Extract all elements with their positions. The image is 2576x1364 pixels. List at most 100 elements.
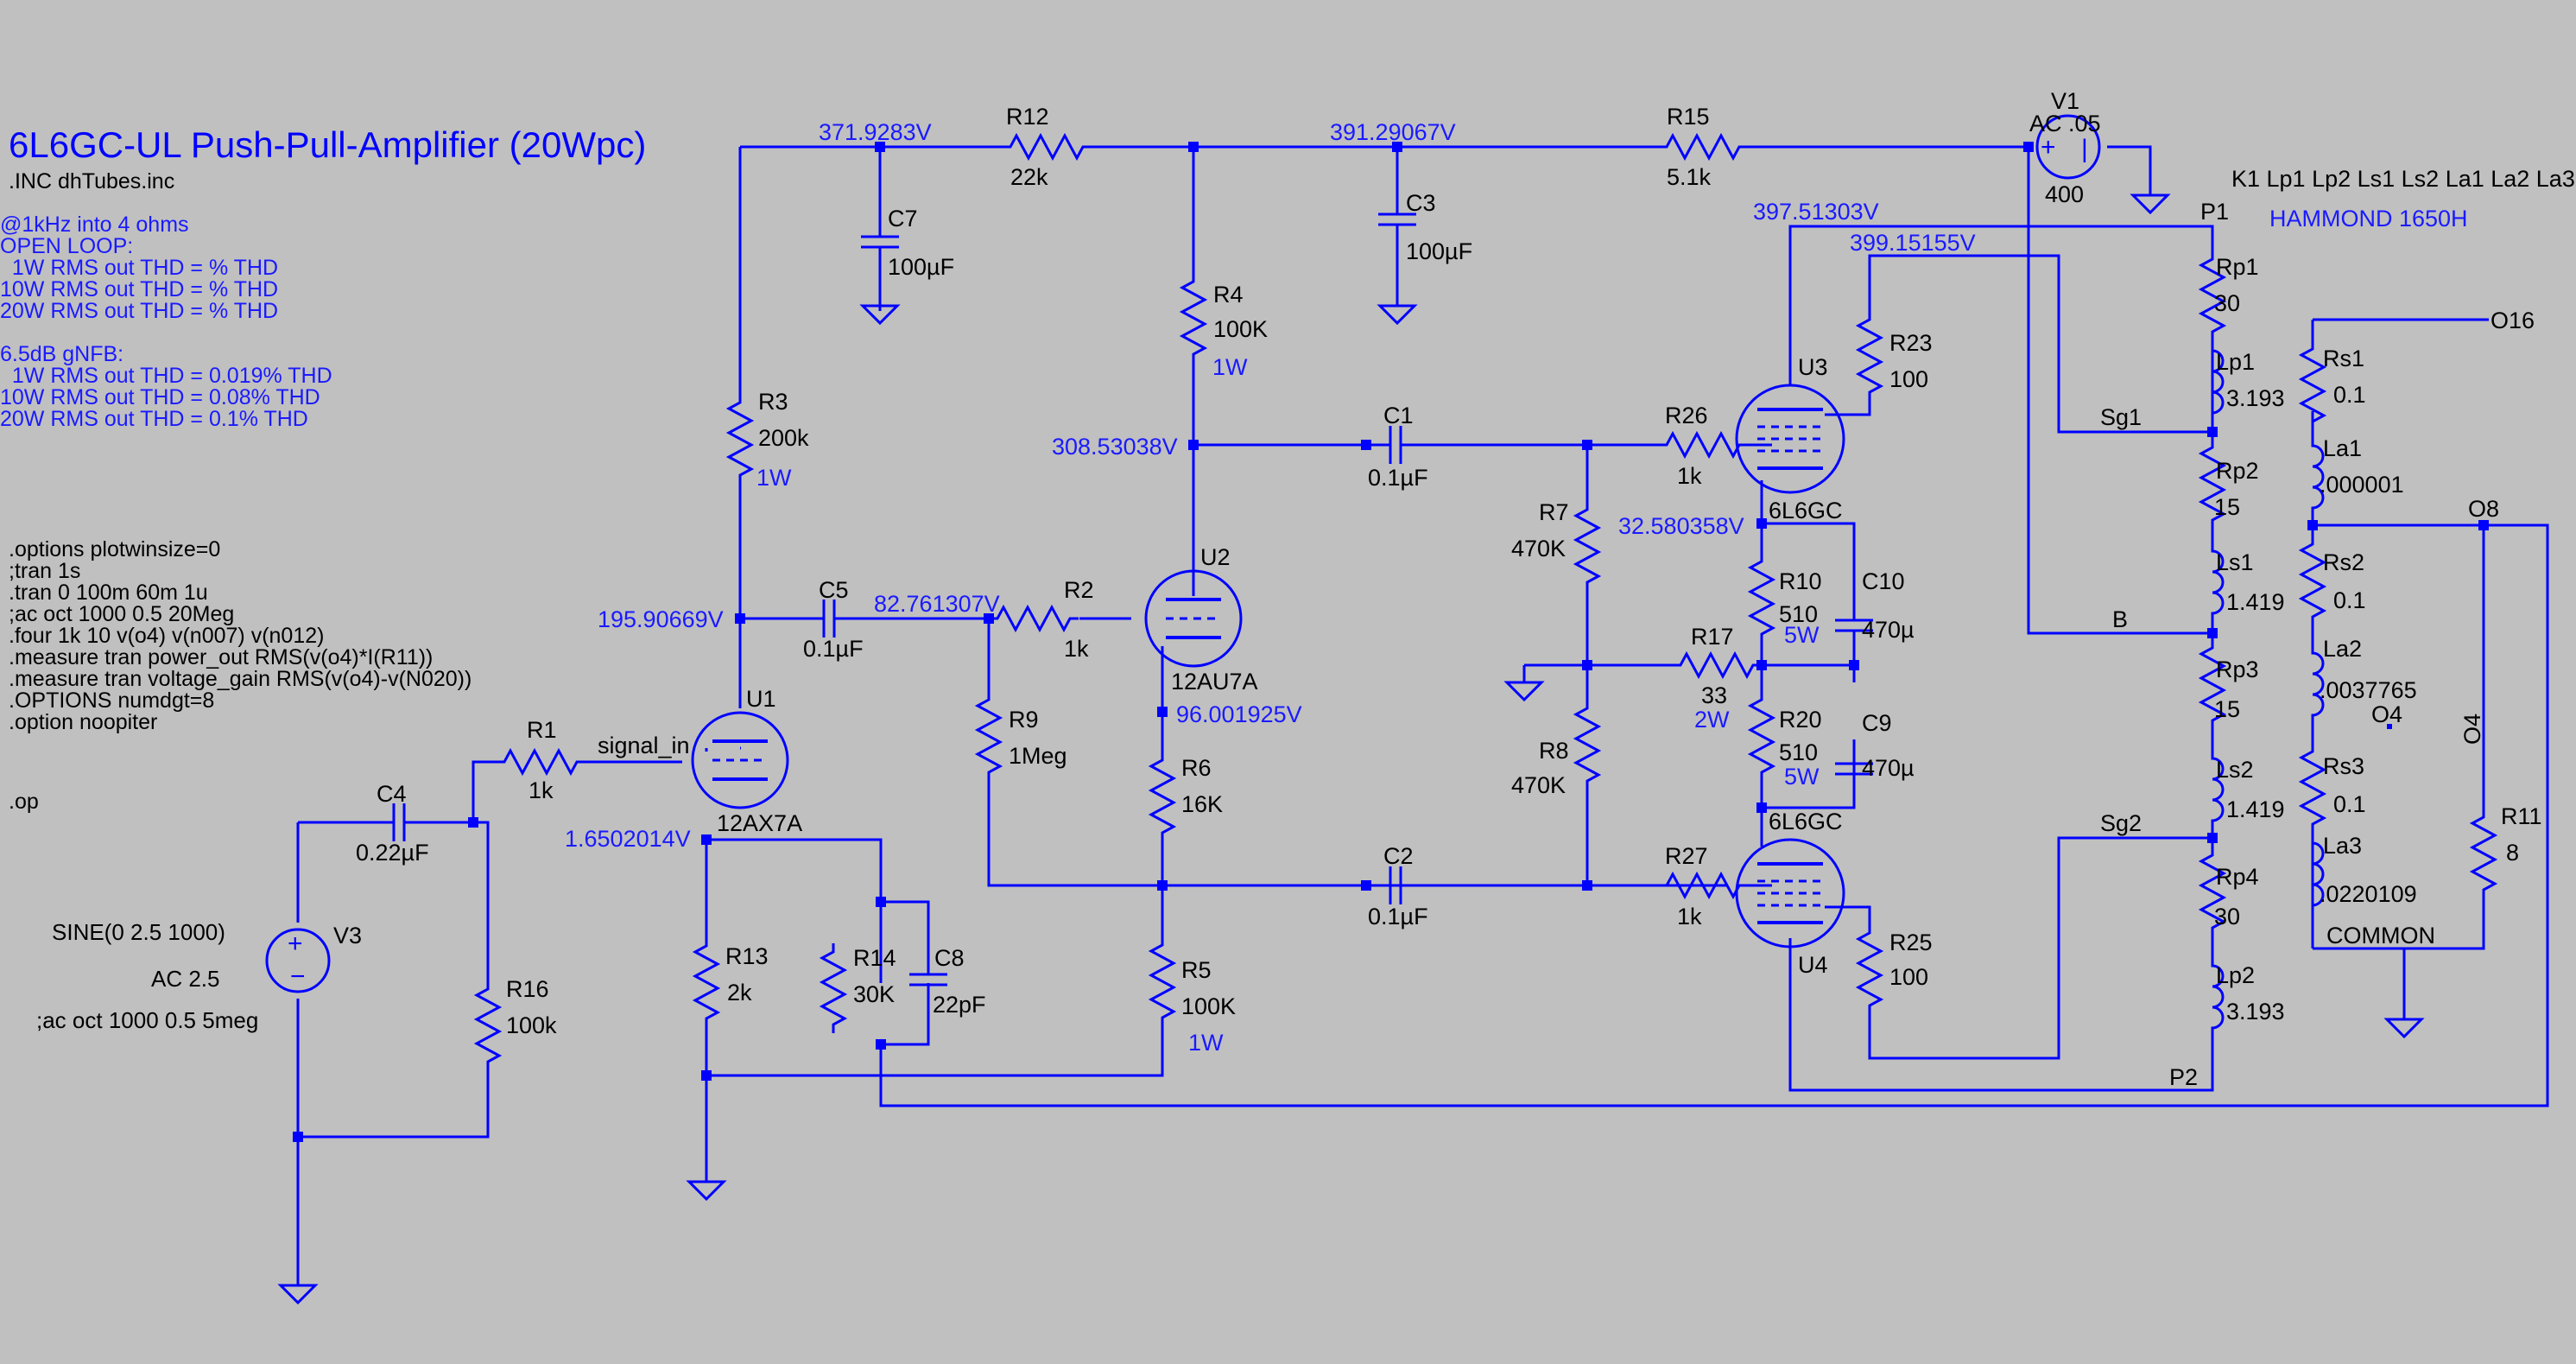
resistor-r8[interactable]: [1574, 698, 1600, 791]
resistor-r2[interactable]: [987, 606, 1080, 631]
source-v3[interactable]: +−: [265, 928, 331, 993]
ground-icon: [2131, 181, 2169, 214]
sine-spec[interactable]: SINE(0 2.5 1000): [52, 919, 225, 945]
value-rs2: 0.1: [2333, 587, 2366, 613]
resistor-r16[interactable]: [475, 979, 501, 1072]
resistor-r10[interactable]: [1749, 551, 1775, 644]
label-r16: R16: [506, 976, 549, 1002]
schematic-title: 6L6GC-UL Push-Pull-Amplifier (20Wpc): [9, 124, 646, 165]
type-u1: 12AX7A: [717, 810, 802, 836]
tube-u3[interactable]: [1735, 384, 1845, 494]
value-r12: 22k: [1010, 164, 1048, 190]
spice-line[interactable]: .four 1k 10 v(o4) v(n007) v(n012): [9, 624, 324, 648]
resistor-r15[interactable]: [1656, 134, 1750, 160]
op-directive[interactable]: .op: [9, 790, 39, 814]
label-ls2: Ls2: [2216, 757, 2254, 783]
label-lp2: Lp2: [2216, 962, 2255, 988]
capacitor-c4[interactable]: [368, 802, 430, 843]
value-c9: 470µ: [1862, 755, 1915, 781]
resistor-r7[interactable]: [1574, 499, 1600, 593]
capacitor-c5[interactable]: [798, 598, 860, 639]
include-directive[interactable]: .INC dhTubes.inc: [9, 169, 174, 193]
resistor-r12[interactable]: [1000, 134, 1093, 160]
spice-line[interactable]: ;ac oct 1000 0.5 20Meg: [9, 602, 234, 626]
value-c7: 100µF: [888, 254, 954, 280]
resistor-r20[interactable]: [1749, 689, 1775, 783]
resistor-r17[interactable]: [1670, 652, 1763, 678]
resistor-r3[interactable]: [727, 392, 753, 485]
resistor-r13[interactable]: [693, 936, 719, 1029]
net-p2: P2: [2169, 1064, 2198, 1090]
resistor-r14[interactable]: [820, 942, 846, 1035]
power-r5: 1W: [1188, 1030, 1224, 1056]
label-c8: C8: [934, 945, 965, 971]
label-r3: R3: [758, 389, 788, 415]
net-sg2: Sg2: [2100, 810, 2142, 836]
capacitor-c1[interactable]: [1364, 424, 1427, 466]
tube-u1[interactable]: [691, 711, 789, 809]
value-la1: .000001: [2320, 472, 2404, 498]
type-u2: 12AU7A: [1171, 669, 1258, 695]
label-r23: R23: [1889, 330, 1933, 356]
source-v1[interactable]: +|: [2035, 114, 2101, 180]
spice-directives[interactable]: .options plotwinsize=0 ;tran 1s .tran 0 …: [9, 537, 472, 814]
spice-line[interactable]: .OPTIONS numdgt=8: [9, 688, 214, 713]
net-o4-vertical: O4: [2459, 714, 2485, 745]
spice-line[interactable]: .measure tran voltage_gain RMS(v(o4)-v(N…: [9, 667, 472, 691]
spec-v1: AC .05: [2029, 111, 2101, 136]
value-c5: 0.1µF: [803, 636, 864, 662]
label-lp1: Lp1: [2216, 349, 2255, 375]
value-rp2: 15: [2214, 494, 2240, 520]
value-c3: 100µF: [1406, 238, 1472, 264]
results-line: 1W RMS out THD = 0.019% THD: [0, 364, 332, 388]
svg-text:|: |: [2081, 135, 2088, 163]
tube-u4[interactable]: [1735, 838, 1845, 948]
label-r14: R14: [853, 945, 896, 971]
spice-line[interactable]: .measure tran power_out RMS(v(o4)*I(R11)…: [9, 645, 433, 669]
label-v1: V1: [2051, 88, 2079, 114]
label-r8: R8: [1539, 738, 1569, 764]
net-o8: O8: [2468, 496, 2499, 522]
label-la3: La3: [2323, 833, 2362, 859]
resistor-rs2[interactable]: [2300, 534, 2326, 627]
label-r26: R26: [1665, 403, 1708, 428]
value-r23: 100: [1889, 366, 1928, 392]
resistor-rs3[interactable]: [2300, 741, 2326, 834]
label-u1: U1: [746, 686, 776, 712]
resistor-r6[interactable]: [1149, 750, 1175, 843]
power-r3: 1W: [756, 465, 792, 491]
resistor-r9[interactable]: [976, 689, 1002, 783]
spice-line[interactable]: .tran 0 100m 60m 1u: [9, 580, 208, 605]
spice-line[interactable]: .option noopiter: [9, 710, 157, 734]
resistor-r4[interactable]: [1180, 271, 1206, 365]
power-r10: 5W: [1784, 622, 1820, 648]
spice-line[interactable]: ;tran 1s: [9, 559, 80, 583]
value-r4: 100K: [1213, 316, 1268, 342]
label-r27: R27: [1665, 843, 1708, 869]
label-c5: C5: [819, 577, 849, 603]
spice-line[interactable]: .options plotwinsize=0: [9, 537, 220, 561]
value-r25: 100: [1889, 964, 1928, 990]
node-voltages: 371.9283V 391.29067V 397.51303V 399.1515…: [565, 119, 1976, 852]
resistor-r5[interactable]: [1149, 935, 1175, 1028]
ac-oct-spec[interactable]: ;ac oct 1000 0.5 5meg: [36, 1007, 258, 1033]
resistor-r23[interactable]: [1857, 309, 1883, 403]
resistor-r25[interactable]: [1857, 923, 1883, 1016]
ground-icon: [1505, 669, 1543, 701]
resistor-r26[interactable]: [1656, 432, 1750, 458]
value-c4: 0.22µF: [356, 840, 429, 866]
label-r7: R7: [1539, 499, 1569, 525]
value-r1: 1k: [528, 777, 554, 803]
ac-spec[interactable]: AC 2.5: [151, 966, 220, 992]
value-c10: 470µ: [1862, 617, 1915, 643]
label-r17: R17: [1691, 624, 1734, 650]
resistor-r1[interactable]: [494, 749, 587, 775]
svg-text:−: −: [290, 962, 306, 991]
inductor-la3[interactable]: [2311, 831, 2325, 924]
power-r4: 1W: [1212, 354, 1248, 380]
label-r1: R1: [527, 717, 557, 743]
resistor-r11[interactable]: [2471, 807, 2497, 900]
label-c10: C10: [1862, 568, 1905, 594]
source-text[interactable]: SINE(0 2.5 1000) AC 2.5 ;ac oct 1000 0.5…: [36, 919, 258, 1033]
